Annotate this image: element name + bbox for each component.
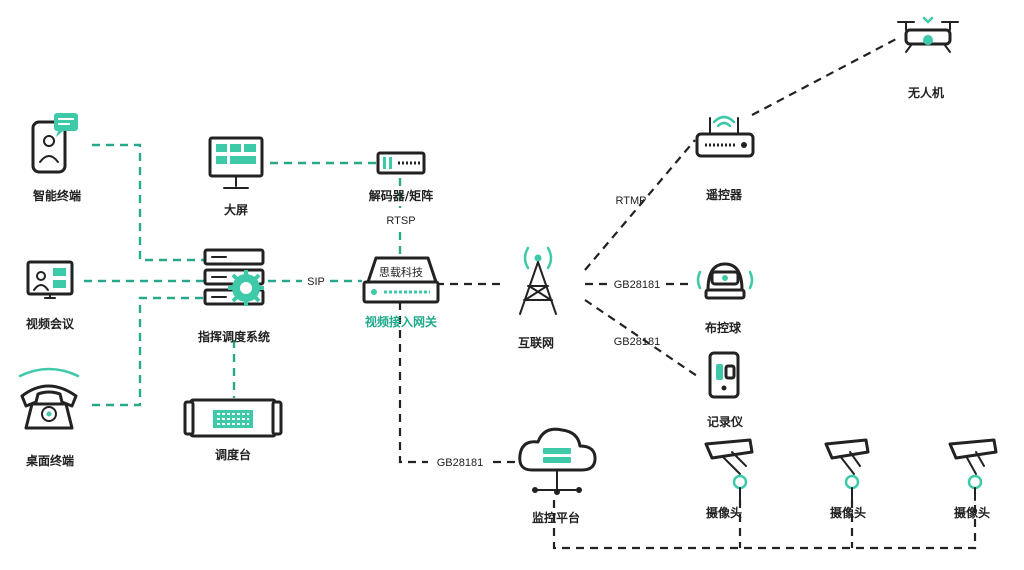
remote-controller-label: 遥控器 [706,187,743,202]
video-conference-label: 视频会议 [26,316,75,331]
protocol-gb-platform-label: GB28181 [437,457,483,469]
gateway-plate-text: 思载科技 [379,265,423,279]
dispatch-system-node: 指挥调度系统 [198,248,270,344]
cctv-camera-icon [824,438,870,501]
camera-3-label: 摄像头 [954,505,990,520]
keyboard-console-icon [183,398,283,438]
black-links [398,37,977,550]
cloud-server-icon [518,427,597,495]
monitor-icon [208,136,264,189]
dispatch-console-node: 调度台 [183,398,283,462]
monitor-platform-node: 监控平台 [518,427,597,525]
cctv-camera-icon [704,438,754,501]
green-links [84,143,402,407]
server-gear-icon [203,248,265,306]
decoder-matrix-label: 解码器/矩阵 [369,188,433,203]
cctv-camera-icon [948,438,998,501]
smartphone-icon [31,113,78,174]
gateway-device-icon: 思载科技 [362,256,440,304]
camera-1-node: 摄像头 [704,438,754,520]
drone-icon [897,16,959,53]
link-internet-controller [584,139,696,271]
link-controller-drone [751,37,899,116]
recorder-node: 记录仪 [707,351,744,429]
desk-terminal-label: 桌面终端 [25,453,74,468]
gateway-node: 思载科技 视频接入网关 [362,256,440,329]
camera-2-label: 摄像头 [830,505,866,520]
link-gateway-platform [398,302,522,464]
remote-controller-icon [695,115,755,158]
camera-3-node: 摄像头 [948,438,998,520]
video-conference-icon [26,260,74,299]
dispatch-system-label: 指挥调度系统 [198,329,270,344]
protocol-gb-recorder-label: GB28181 [614,336,660,348]
smart-terminal-label: 智能终端 [32,188,81,203]
dome-camera-icon [696,262,754,300]
protocol-gb-dome-label: GB28181 [614,279,660,291]
gateway-label: 视频接入网关 [365,314,437,329]
video-conference-node: 视频会议 [26,260,75,331]
link-internet-recorder [584,299,701,379]
monitor-platform-label: 监控平台 [532,510,580,525]
dome-camera-node: 布控球 [696,262,754,335]
protocol-rtmp-label: RTMP [616,195,647,207]
remote-controller-node: 遥控器 [695,115,755,202]
link-cameras-bus [552,500,977,550]
camera-1-label: 摄像头 [706,505,742,520]
drone-label: 无人机 [907,85,944,100]
internet-label: 互联网 [518,336,554,350]
smart-terminal-node: 智能终端 [31,113,81,203]
big-screen-node: 大屏 [208,136,264,217]
body-recorder-icon [708,351,740,399]
camera-2-node: 摄像头 [824,438,870,520]
signal-tower-icon [519,246,557,315]
drone-node: 无人机 [897,16,959,100]
protocol-rtsp-label: RTSP [386,215,415,227]
link-desk-terminal [92,296,205,407]
decoder-device-icon [376,151,426,175]
decoder-matrix-node: 解码器/矩阵 [369,151,433,203]
desk-terminal-node: 桌面终端 [18,367,80,468]
dispatch-console-label: 调度台 [215,447,251,462]
internet-node: 互联网 [518,246,557,350]
dome-camera-label: 布控球 [705,320,742,335]
protocol-sip-label: SIP [307,276,325,288]
telephone-icon [18,367,80,430]
link-smart-terminal [92,143,205,262]
recorder-label: 记录仪 [707,415,744,429]
big-screen-label: 大屏 [224,202,248,217]
